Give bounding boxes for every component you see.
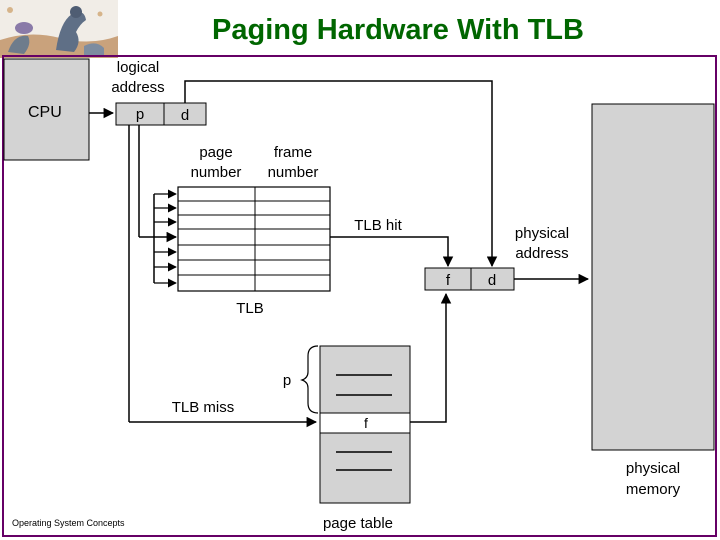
page-table-f-entry: f <box>364 415 368 431</box>
frame-number-header-line2: number <box>268 164 319 181</box>
physical-memory-label-line1: physical <box>626 460 680 477</box>
logo-dinosaur-illustration <box>0 0 118 58</box>
tlb-input-arrows <box>154 189 177 288</box>
physical-memory-label-line2: memory <box>626 481 681 498</box>
physical-address-box: f d <box>424 267 515 291</box>
logical-p-field: p <box>136 106 144 123</box>
page-table-p-label: p <box>283 372 291 389</box>
tlb-table <box>177 186 331 292</box>
page-table-label: page table <box>323 515 393 532</box>
page-table-to-frame-arrow <box>410 292 452 423</box>
slide-frame <box>2 55 717 537</box>
page-table: f <box>319 345 411 504</box>
cpu-label: CPU <box>28 104 62 121</box>
page-number-header-line1: page <box>199 144 232 161</box>
tlb-label: TLB <box>236 300 264 317</box>
cpu-box: CPU <box>3 58 90 161</box>
physical-address-label-line2: address <box>515 245 568 262</box>
p-brace <box>300 345 319 414</box>
logical-address-box: p d <box>115 102 207 126</box>
physical-address-label-line1: physical <box>515 225 569 242</box>
physical-d-field: d <box>488 272 496 289</box>
logical-d-field: d <box>181 107 189 124</box>
tlb-miss-label: TLB miss <box>172 399 235 416</box>
frame-number-header-line1: frame <box>274 144 312 161</box>
p-lines <box>128 125 178 422</box>
page-number-header-line2: number <box>191 164 242 181</box>
footer-text: Operating System Concepts <box>12 518 125 528</box>
physical-f-field: f <box>446 272 451 289</box>
tlb-hit-arrow <box>330 236 454 268</box>
logical-address-label-line1: logical <box>117 59 160 76</box>
physical-memory-block <box>591 103 715 451</box>
logical-address-label-line2: address <box>111 79 164 96</box>
d-offset-line <box>184 80 498 268</box>
slide-title: Paging Hardware With TLB <box>212 14 584 46</box>
tlb-hit-label: TLB hit <box>354 217 402 234</box>
